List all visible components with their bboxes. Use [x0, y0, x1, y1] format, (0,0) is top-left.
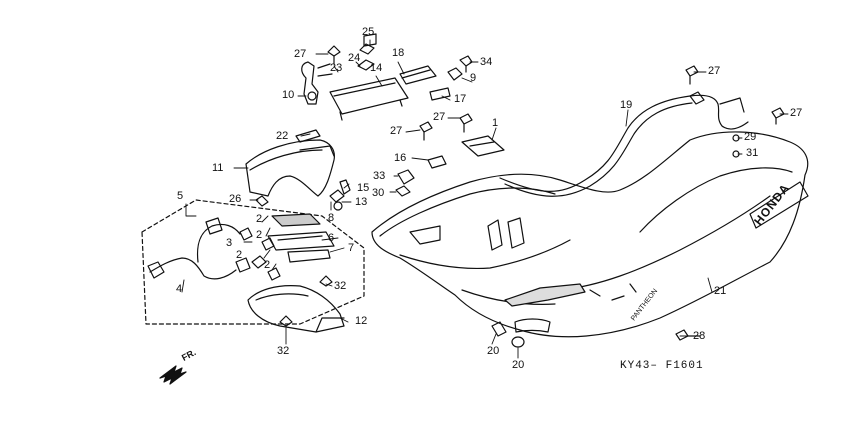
callout-20: 20	[512, 359, 525, 371]
bracket-part	[461, 135, 505, 157]
callout-6: 6	[328, 232, 335, 244]
callout-2: 2	[264, 259, 271, 271]
callout-18: 18	[392, 47, 405, 59]
callout-22: 22	[276, 130, 289, 142]
callout-27: 27	[708, 65, 721, 77]
callout-33: 33	[373, 170, 386, 182]
callout-34: 34	[480, 56, 493, 68]
callout-27: 27	[294, 48, 307, 60]
callout-30: 30	[372, 187, 385, 199]
figure-code: KY43– F1601	[620, 360, 704, 372]
callout-28: 28	[693, 330, 706, 342]
callout-32: 32	[334, 280, 347, 292]
leader-lines	[181, 39, 789, 359]
callout-11: 11	[212, 162, 224, 174]
callout-10: 10	[282, 89, 295, 101]
callout-12: 12	[355, 315, 368, 327]
cover-plate-part	[399, 65, 437, 85]
callout-2: 2	[256, 213, 263, 225]
callout-8: 8	[328, 212, 335, 224]
callout-29: 29	[744, 131, 757, 143]
callout-4: 4	[176, 283, 183, 295]
callout-17: 17	[454, 93, 467, 105]
body-cover-part	[371, 131, 809, 338]
callout-15: 15	[357, 182, 370, 194]
callout-1: 1	[492, 117, 499, 129]
frame-rail-part	[499, 91, 749, 197]
callout-20: 20	[487, 345, 500, 357]
callout-31: 31	[746, 147, 759, 159]
callout-2: 2	[236, 249, 243, 261]
callout-25: 25	[362, 26, 375, 38]
callout-2: 2	[256, 229, 263, 241]
callout-26: 26	[229, 193, 242, 205]
inner-lid-part	[329, 77, 409, 121]
front-inner-cover-part	[245, 139, 335, 197]
key-cylinder-part	[301, 61, 333, 105]
callout-27: 27	[790, 107, 803, 119]
callout-32: 32	[277, 345, 290, 357]
callout-19: 19	[620, 99, 633, 111]
small-cover-part	[295, 129, 321, 143]
callout-5: 5	[177, 190, 184, 202]
callout-16: 16	[394, 152, 407, 164]
callout-27: 27	[390, 125, 403, 137]
callout-7: 7	[348, 242, 355, 254]
callout-23: 23	[330, 62, 343, 74]
callout-24: 24	[348, 52, 361, 64]
callout-27: 27	[433, 111, 446, 123]
callout-13: 13	[355, 196, 368, 208]
callout-3: 3	[226, 237, 233, 249]
front-arrow	[159, 365, 187, 385]
callout-14: 14	[370, 62, 383, 74]
lamp-lens-part	[267, 213, 335, 263]
callout-9: 9	[470, 72, 477, 84]
parts-group-box	[141, 199, 365, 325]
callout-21: 21	[714, 285, 727, 297]
wiring-harness-part	[147, 217, 251, 280]
lower-cover-part	[247, 285, 345, 333]
